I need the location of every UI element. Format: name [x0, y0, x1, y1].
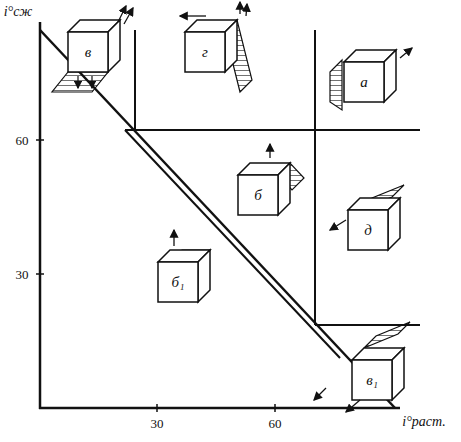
tick-label: 30 — [151, 417, 164, 430]
case-letter: д — [364, 223, 372, 238]
case-letter: г — [202, 45, 208, 60]
case-letter: б₁ — [172, 275, 185, 290]
case-letter: в₁ — [366, 373, 378, 388]
case-letter: а — [360, 75, 368, 90]
tick-label: 60 — [16, 134, 29, 147]
tick-label: 60 — [269, 417, 282, 430]
axis-label: i°сж — [4, 5, 33, 19]
case-letter: б — [254, 188, 262, 203]
case-letter: в — [85, 45, 92, 60]
axis-label: i°раст. — [402, 415, 445, 429]
tick-label: 30 — [16, 268, 29, 281]
